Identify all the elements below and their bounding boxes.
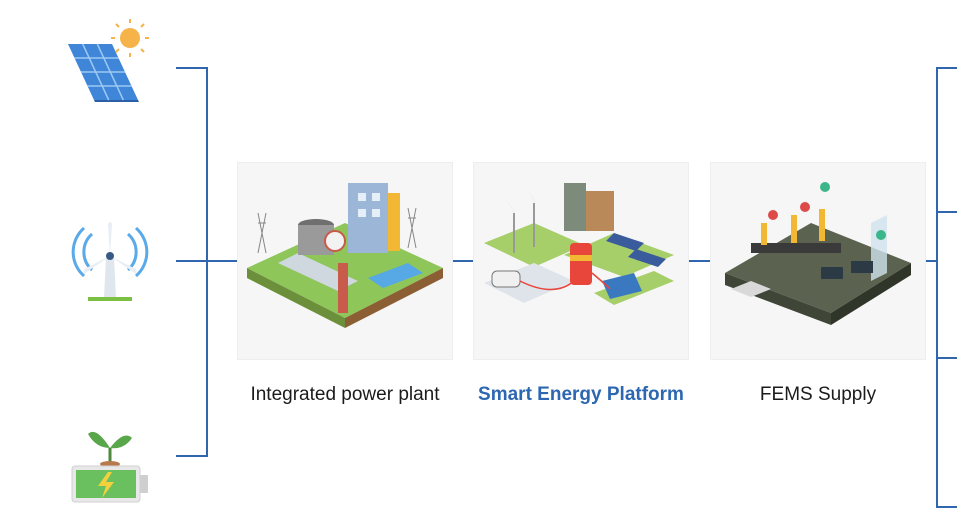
smart-energy-illustration (484, 183, 674, 305)
power-plant-card (237, 162, 453, 360)
fems-supply-card (710, 162, 926, 360)
power-plant-illustration (247, 183, 443, 328)
stage-label-power-plant: Integrated power plant (250, 384, 440, 405)
output-bracket (936, 67, 957, 508)
stage-label-smart-energy: Smart Energy Platform (478, 384, 684, 405)
solar-panel-icon (60, 18, 152, 104)
green-battery-icon (66, 422, 154, 506)
wind-turbine-icon (70, 220, 150, 304)
factory-illustration (725, 182, 911, 325)
stage-label-fems-supply: FEMS Supply (759, 384, 877, 405)
smart-energy-card (473, 162, 689, 360)
